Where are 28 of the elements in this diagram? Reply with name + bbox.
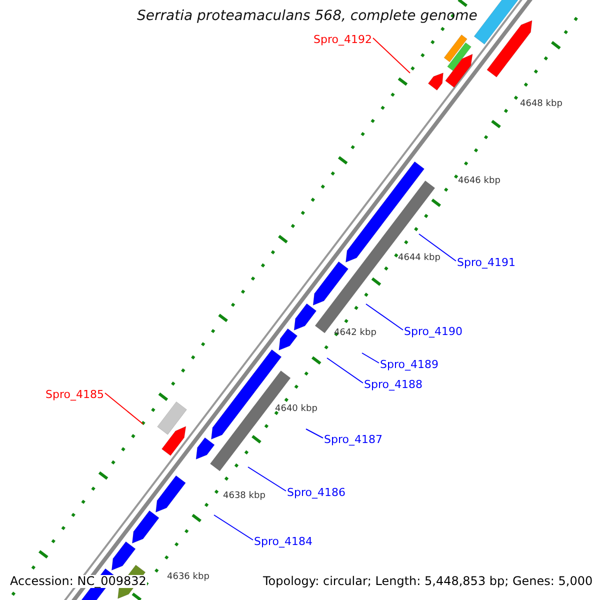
gene-label: Spro_4184 xyxy=(254,536,312,548)
leader-line xyxy=(248,466,286,492)
tick-label: 4638 kbp xyxy=(223,492,266,502)
leader-line xyxy=(366,304,404,330)
tick-label: 4636 kbp xyxy=(167,573,210,583)
leader-line xyxy=(326,358,364,384)
leader-line xyxy=(214,514,254,540)
leader-line xyxy=(104,392,144,424)
accession-text: Accession: NC_009832 xyxy=(9,575,148,588)
gene-label: Spro_4187 xyxy=(324,434,382,446)
tick-label: 4640 kbp xyxy=(275,405,318,415)
leader-line xyxy=(372,38,410,74)
gene-label: Spro_4190 xyxy=(404,326,462,338)
title: Serratia proteamaculans 568, complete genome xyxy=(137,9,478,24)
tick-label: 4642 kbp xyxy=(334,329,376,339)
leader-line xyxy=(306,428,324,438)
gene-label: Spro_4188 xyxy=(364,379,422,392)
tick-label: 4646 kbp xyxy=(458,177,500,187)
gene-label: Spro_4189 xyxy=(380,359,438,372)
tick-label: 4648 kbp xyxy=(520,100,562,110)
gene-label: Spro_4191 xyxy=(457,257,516,270)
gene-label: Spro_4185 xyxy=(46,389,104,402)
gene-label: Spro_4186 xyxy=(287,487,346,500)
leader-line xyxy=(418,234,456,262)
leader-line xyxy=(362,352,380,364)
gene-label: Spro_4192 xyxy=(314,34,372,46)
genome-info-text: Topology: circular; Length: 5,448,853 bp; Genes: 5,000 xyxy=(262,575,594,588)
tick-label: 4644 kbp xyxy=(398,254,440,264)
